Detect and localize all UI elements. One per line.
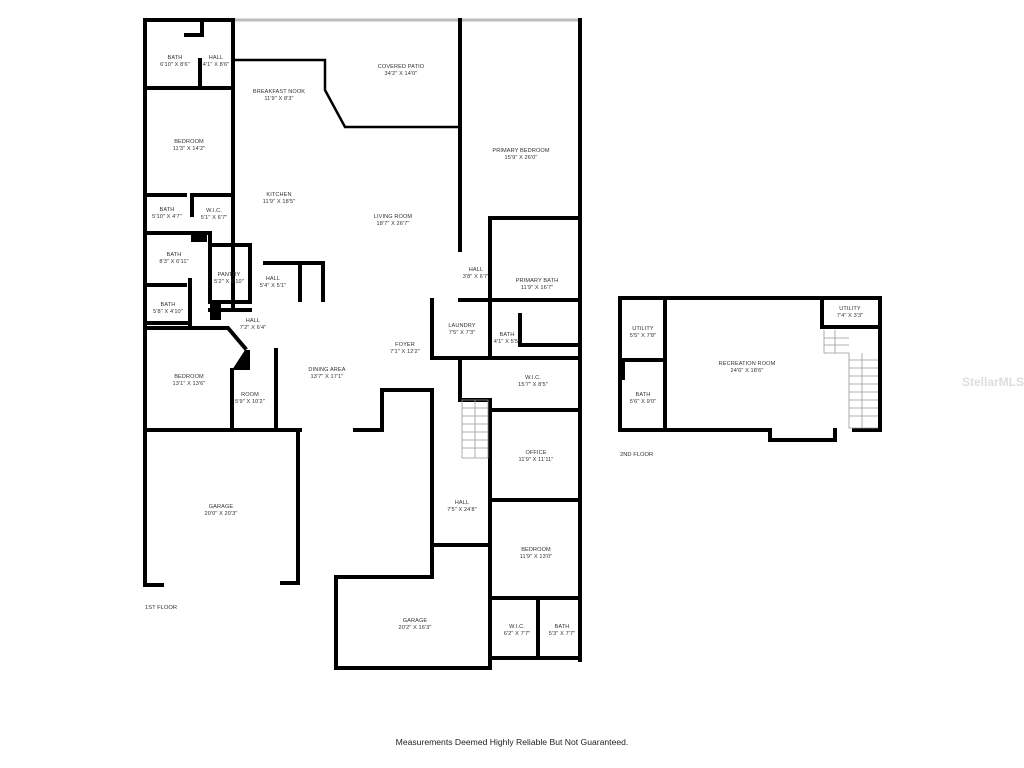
room-hall-dimensions: 7'5" X 24'8" — [447, 507, 477, 513]
room-utility-label: UTILITY — [839, 306, 861, 312]
room-dining-area-label: DINING AREA — [308, 367, 345, 373]
room-bath-dimensions: 5'8" X 4'10" — [153, 309, 183, 315]
room-bedroom-dimensions: 11'9" X 13'0" — [520, 554, 553, 560]
room-primary-bedroom-dimensions: 15'9" X 26'0" — [505, 155, 538, 161]
disclaimer-footer: Measurements Deemed Highly Reliable But … — [396, 737, 629, 747]
room-living-room-label: LIVING ROOM — [374, 214, 413, 220]
room-foyer-label: FOYER — [395, 342, 415, 348]
room-kitchen-dimensions: 11'9" X 18'5" — [263, 199, 296, 205]
staircase-icon — [461, 399, 489, 459]
staircase-icon — [823, 330, 878, 429]
room-bedroom-label: BEDROOM — [174, 374, 204, 380]
first-floor-walls — [143, 18, 582, 670]
room-garage-label: GARAGE — [209, 504, 234, 510]
room-hall-label: HALL — [469, 267, 483, 273]
room-bath-label: BATH — [500, 332, 515, 338]
room-pantry-dimensions: 5'2" X 6'10" — [214, 279, 244, 285]
room-bath-dimensions: 5'10" X 4'7" — [152, 214, 182, 220]
room-bath-label: BATH — [555, 624, 570, 630]
room-covered-patio-dimensions: 34'2" X 14'0" — [385, 71, 418, 77]
room-covered-patio-label: COVERED PATIO — [378, 64, 425, 70]
room-garage-dimensions: 20'2" X 16'3" — [399, 625, 432, 631]
room-bedroom-dimensions: 13'1" X 13'6" — [173, 381, 206, 387]
room-breakfast-nook-label: BREAKFAST NOOK — [253, 89, 305, 95]
room-bedroom-label: BEDROOM — [521, 547, 551, 553]
room-office-label: OFFICE — [525, 450, 546, 456]
room-bath-dimensions: 4'1" X 5'5" — [494, 339, 521, 345]
room-dining-area-dimensions: 13'7" X 17'1" — [311, 374, 344, 380]
room-recreation-room-dimensions: 24'6" X 18'6" — [731, 368, 764, 374]
first-floor-label: 1ST FLOOR — [145, 605, 177, 611]
room-bath-dimensions: 5'3" X 7'7" — [549, 631, 576, 637]
room-recreation-room-label: RECREATION ROOM — [719, 361, 776, 367]
room-utility-dimensions: 5'5" X 7'8" — [630, 333, 657, 339]
room-bedroom-dimensions: 11'3" X 14'2" — [173, 146, 206, 152]
room-hall-label: HALL — [266, 276, 280, 282]
room-w-i-c-dimensions: 15'7" X 8'5" — [518, 382, 548, 388]
watermark-logo: StellarMLS — [962, 375, 1024, 389]
room-garage-dimensions: 20'0" X 20'3" — [205, 511, 238, 517]
room-w-i-c-label: W.I.C. — [525, 375, 541, 381]
room-hall-dimensions: 7'2" X 6'4" — [240, 325, 267, 331]
room-bath-label: BATH — [168, 55, 183, 61]
room-bath-label: BATH — [636, 392, 651, 398]
room-hall-label: HALL — [455, 500, 469, 506]
room-foyer-dimensions: 7'1" X 12'2" — [390, 349, 420, 355]
room-hall-dimensions: 3'8" X 6'7" — [463, 274, 490, 280]
room-w-i-c-label: W.I.C. — [206, 208, 222, 214]
room-hall-label: HALL — [246, 318, 260, 324]
room-bath-dimensions: 8'3" X 6'11" — [159, 259, 188, 265]
second-floor-label: 2ND FLOOR — [620, 452, 653, 458]
room-pantry-label: PANTRY — [218, 272, 241, 278]
room-bath-dimensions: 5'6" X 9'0" — [630, 399, 657, 405]
room-primary-bath-label: PRIMARY BATH — [516, 278, 559, 284]
room-w-i-c-dimensions: 5'1" X 6'7" — [201, 215, 228, 221]
room-hall-dimensions: 4'1" X 8'6" — [203, 62, 230, 68]
room-w-i-c-label: W.I.C. — [509, 624, 525, 630]
room-laundry-label: LAUNDRY — [448, 323, 475, 329]
room-primary-bedroom-label: PRIMARY BEDROOM — [492, 148, 549, 154]
room-bath-label: BATH — [161, 302, 176, 308]
room-utility-label: UTILITY — [632, 326, 654, 332]
room-hall-dimensions: 5'4" X 5'1" — [260, 283, 287, 289]
room-bedroom-label: BEDROOM — [174, 139, 204, 145]
room-primary-bath-dimensions: 11'9" X 16'7" — [521, 285, 554, 291]
room-room-dimensions: 5'9" X 10'2" — [235, 399, 265, 405]
room-utility-dimensions: 7'4" X 3'3" — [837, 313, 864, 319]
room-bath-label: BATH — [160, 207, 175, 213]
room-room-label: ROOM — [241, 392, 259, 398]
second-floor-walls — [618, 296, 882, 442]
room-laundry-dimensions: 7'5" X 7'3" — [449, 330, 476, 336]
room-breakfast-nook-dimensions: 11'9" X 8'3" — [264, 96, 293, 102]
room-kitchen-label: KITCHEN — [266, 192, 291, 198]
room-living-room-dimensions: 18'7" X 26'7" — [377, 221, 410, 227]
room-garage-label: GARAGE — [403, 618, 428, 624]
room-office-dimensions: 11'9" X 11'11" — [519, 457, 554, 463]
room-bath-dimensions: 6'10" X 8'6" — [160, 62, 190, 68]
room-bath-label: BATH — [167, 252, 182, 258]
room-w-i-c-dimensions: 6'2" X 7'7" — [504, 631, 531, 637]
room-hall-label: HALL — [209, 55, 223, 61]
